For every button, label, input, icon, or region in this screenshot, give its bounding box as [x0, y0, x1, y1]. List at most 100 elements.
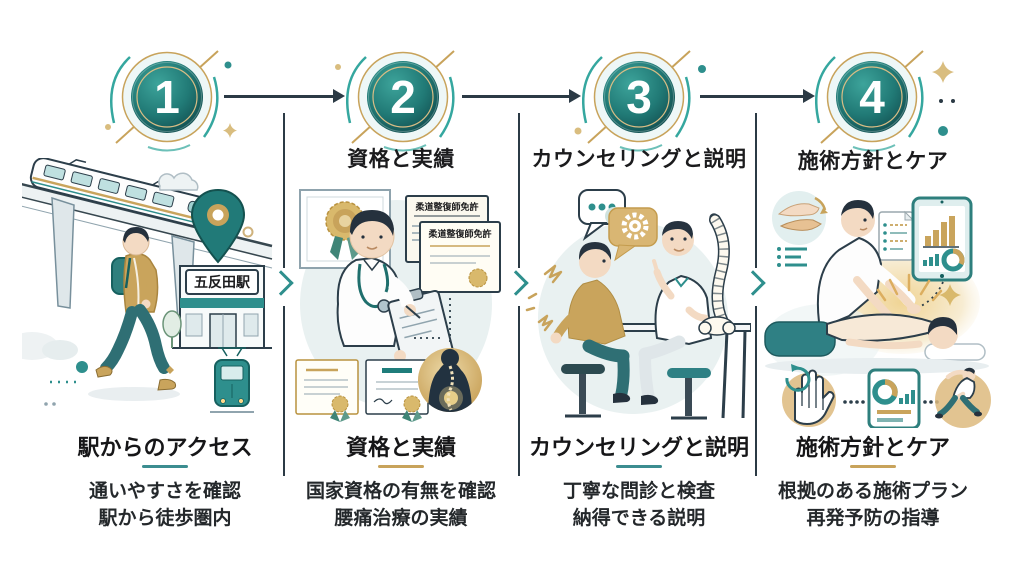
pillow — [924, 343, 986, 361]
signature-icon — [373, 398, 393, 405]
gold-diamond-icon — [166, 366, 174, 374]
step1-accent-underline — [142, 465, 188, 468]
step2-lines: 国家資格の有無を確認 腰痛治療の実績 — [284, 478, 518, 532]
divider-1-bottom — [283, 306, 285, 476]
spine-highlight-icon — [418, 348, 482, 412]
step2-number-badge: 2 — [335, 50, 455, 152]
divider-1-top — [283, 113, 285, 268]
arrow-step2-to-step3-icon — [462, 89, 581, 103]
teal-dot-icon — [224, 61, 232, 69]
step3-accent-underline — [616, 465, 662, 468]
patient-lying — [764, 313, 986, 361]
gear-icon — [621, 212, 649, 240]
pantograph-icon — [68, 159, 87, 165]
document-icon — [878, 210, 915, 261]
divider-3-bottom — [755, 306, 757, 476]
practitioner — [336, 210, 455, 367]
station-building: 五反田駅 — [172, 265, 272, 349]
counseling-illustration — [525, 189, 751, 420]
step3-top-label: カウンセリングと説明 — [531, 148, 747, 171]
step4-number-badge: 4 — [815, 50, 955, 152]
step2-number: 2 — [390, 71, 416, 123]
self-care-hand-icon — [782, 364, 836, 427]
massage-scene — [764, 200, 989, 374]
step4-line1: 根拠のある施術プラン — [777, 481, 968, 502]
gold-dot-icon — [574, 127, 582, 135]
step3-number: 3 — [626, 71, 652, 123]
patient — [550, 242, 631, 418]
arrow-step1-to-step2-icon — [224, 89, 345, 103]
map-pin-icon — [190, 188, 246, 264]
treatment-illustration — [764, 191, 991, 428]
divider-3-top — [755, 113, 757, 268]
tablet-chart-icon — [911, 196, 973, 282]
teal-dot-icon — [938, 126, 948, 136]
pointing-finger — [652, 259, 659, 273]
step1-lines: 通いやすさを確認 駅から徒歩圏内 — [15, 478, 315, 532]
shoe-icon — [95, 365, 113, 378]
station-sign: 五反田駅 — [185, 269, 259, 295]
step2-title: 資格と実績 — [345, 435, 456, 460]
step4-number: 4 — [859, 71, 885, 123]
shoe-icon — [157, 378, 177, 391]
arrow-step3-to-step4-icon — [700, 89, 815, 103]
step1-title: 駅からのアクセス — [77, 435, 253, 460]
gold-dot-icon — [105, 124, 111, 130]
license-certificate-2: 柔道整復師免許 — [419, 221, 501, 293]
step2-line1: 国家資格の有無を確認 — [305, 481, 496, 502]
step4-line2: 再発予防の指導 — [806, 508, 940, 529]
step1-line2: 駅から徒歩圏内 — [98, 508, 232, 529]
step4-title: 施術方針とケア — [795, 435, 950, 460]
shoe-icon — [641, 394, 659, 405]
step1-number-badge: 1 — [105, 50, 237, 152]
pain-bolt-icon — [525, 264, 563, 332]
step4-lines: 根拠のある施術プラン 再発予防の指導 — [755, 478, 991, 532]
progress-tablet-icon — [867, 368, 921, 428]
rosette-icon — [403, 395, 421, 413]
certificate-teal — [365, 359, 429, 422]
massage-hands-icon — [772, 191, 828, 245]
step3-title: カウンセリングと説明 — [528, 435, 749, 460]
sparkle-icon — [939, 284, 961, 306]
step4-top-label: 施術方針とケア — [797, 150, 949, 173]
shoe-icon — [613, 392, 631, 403]
license-text: 柔道整復師免許 — [427, 228, 491, 239]
checklist-lines-icon — [777, 247, 807, 267]
step3-number-badge: 3 — [574, 50, 706, 152]
sparkle-icon — [932, 61, 954, 83]
step1-line1: 通いやすさを確認 — [88, 481, 241, 502]
rotate-arrow-icon — [785, 366, 811, 392]
license-text: 柔道整復師免許 — [414, 201, 478, 212]
divider-2-bottom — [518, 306, 520, 476]
speech-bubble-gear-icon — [605, 207, 658, 262]
gold-dot-icon — [242, 226, 254, 238]
practitioner — [638, 221, 713, 420]
cloud-icon — [158, 172, 199, 191]
station-sign-text: 五反田駅 — [194, 274, 251, 290]
stool — [561, 364, 605, 374]
tram-icon — [210, 347, 254, 413]
station-access-illustration: 五反田駅 — [22, 158, 273, 413]
step1-number: 1 — [154, 71, 180, 123]
credentials-illustration: 柔道整復師免許 柔道整復師免許 — [295, 189, 501, 422]
step2-accent-underline — [378, 465, 424, 468]
step2-top-label: 資格と実績 — [347, 148, 455, 171]
gold-seal-icon — [468, 268, 488, 288]
glow-rays-icon — [876, 273, 943, 302]
tree-icon — [162, 310, 182, 348]
divider-2-top — [518, 113, 520, 268]
teal-dot-icon — [76, 361, 88, 373]
step3-lines: 丁寧な問診と検査 納得できる説明 — [520, 478, 758, 532]
gold-dot-icon — [335, 64, 341, 70]
rosette-icon — [331, 395, 349, 413]
spine-model-icon — [698, 213, 736, 336]
walking-person — [95, 227, 177, 391]
step3-line2: 納得できる説明 — [572, 508, 706, 529]
sparkle-icon — [223, 123, 237, 138]
certificate-gold — [295, 359, 359, 422]
step2-line2: 腰痛治療の実績 — [334, 508, 468, 529]
stretching-person-icon — [935, 367, 991, 428]
stool — [667, 368, 711, 378]
step3-line1: 丁寧な問診と検査 — [562, 481, 715, 502]
stethoscope-icon — [357, 263, 391, 313]
